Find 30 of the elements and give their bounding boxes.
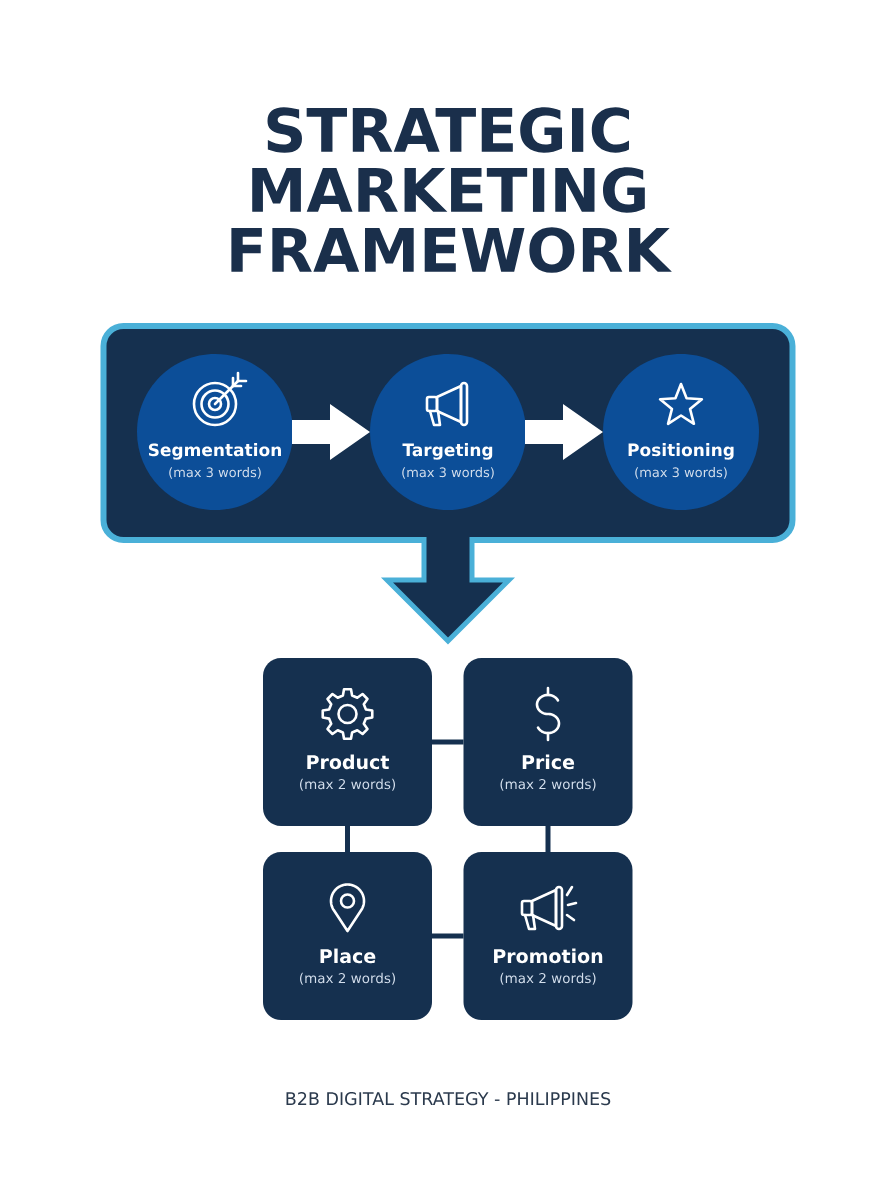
heading: Promotion [494,948,603,964]
connector-line [432,739,464,745]
heading: Segmentation [148,443,281,460]
hint-text: (max 2 words) [300,972,396,985]
hint-text: (max 3 words) [635,467,727,479]
stage-circle [603,354,759,510]
heading: Positioning [628,443,734,460]
stage-circle [370,354,526,510]
hint-text: (max 3 words) [169,467,261,479]
connector-line [345,826,350,852]
heading: Targeting [402,443,493,460]
block-arrow [380,534,516,645]
block-arrow [292,404,370,460]
connector-line [432,933,464,939]
heading: Place [320,948,376,964]
rounded-box [263,658,432,826]
hint-text: (max 2 words) [300,778,396,791]
heading: Product [307,754,389,770]
heading: Price [522,754,575,770]
hint-text: (max 3 words) [402,467,494,479]
hint-text: (max 2 words) [500,972,596,985]
rounded-box [463,852,633,1020]
footer-text: B2B DIGITAL STRATEGY - PHILIPPINES [286,1092,611,1106]
hint-text: (max 2 words) [500,778,596,791]
rounded-box [263,852,432,1020]
block-arrow [525,404,603,460]
stage-circle [137,354,293,510]
connector-line [545,826,551,852]
title: STRATEGIC MARKETING FRAMEWORK [231,107,672,273]
rounded-box [463,658,633,826]
